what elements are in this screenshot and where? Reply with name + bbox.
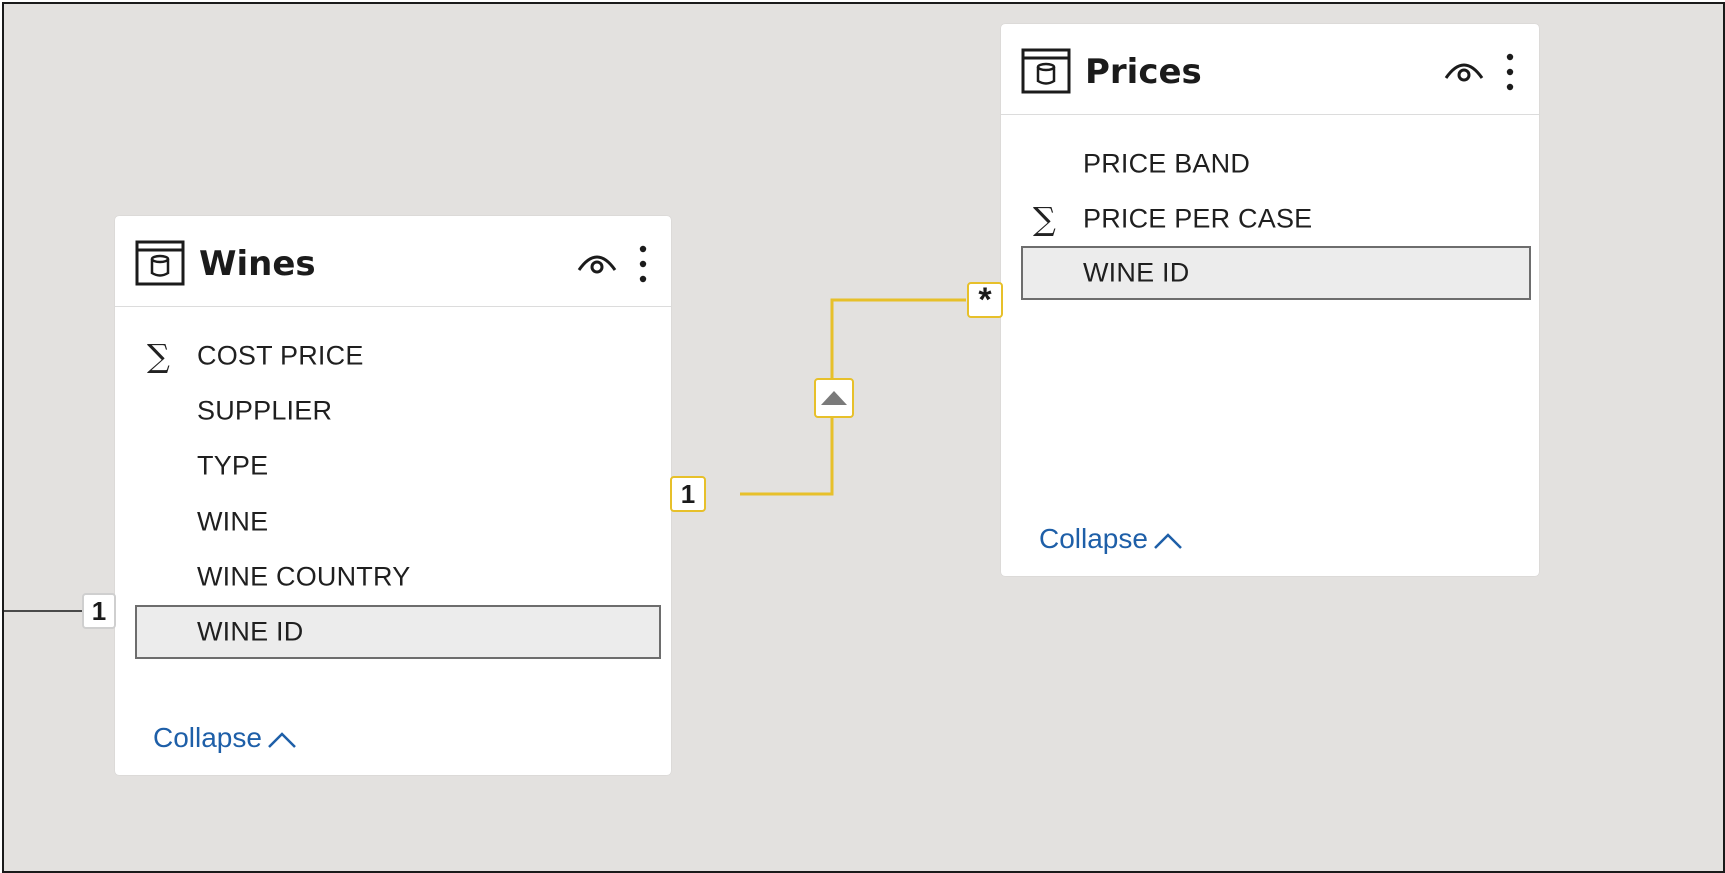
cardinality-label: * <box>978 280 992 319</box>
field-row-cost-price[interactable]: ∑ COST PRICE <box>137 327 661 385</box>
more-icon[interactable] <box>1504 52 1516 96</box>
field-name: WINE <box>197 506 269 537</box>
field-row-wine[interactable]: WINE <box>137 493 661 551</box>
card-header[interactable]: Prices <box>1001 24 1539 115</box>
cardinality-badge-many-prices[interactable]: * <box>967 280 1003 319</box>
table-card-wines[interactable]: Wines ∑ COST PRICE <box>115 216 671 775</box>
field-row-price-band[interactable]: PRICE BAND <box>1023 135 1529 193</box>
collapse-button[interactable]: Collapse <box>1039 523 1184 555</box>
eye-icon[interactable] <box>577 250 617 280</box>
field-name: PRICE PER CASE <box>1083 203 1313 234</box>
field-row-supplier[interactable]: SUPPLIER <box>137 382 661 440</box>
field-name: WINE ID <box>1083 257 1190 288</box>
eye-icon[interactable] <box>1444 58 1484 88</box>
field-name: COST PRICE <box>197 340 364 371</box>
field-row-type[interactable]: TYPE <box>137 437 661 495</box>
card-header[interactable]: Wines <box>115 216 671 307</box>
table-title: Prices <box>1085 52 1202 92</box>
chevron-up-icon <box>268 731 296 748</box>
triangle-up-icon <box>821 391 847 405</box>
cardinality-label: 1 <box>680 478 696 509</box>
field-row-wine-id[interactable]: WINE ID <box>1021 246 1531 300</box>
field-row-wine-id[interactable]: WINE ID <box>135 605 661 659</box>
table-icon <box>1021 48 1071 98</box>
field-name: TYPE <box>197 450 269 481</box>
field-name: WINE COUNTRY <box>197 561 411 592</box>
cardinality-badge-one-offscreen[interactable]: 1 <box>82 593 116 629</box>
field-name: WINE ID <box>197 616 304 647</box>
field-name: SUPPLIER <box>197 395 333 426</box>
sigma-icon: ∑ <box>1033 200 1056 238</box>
cross-filter-direction-button[interactable] <box>814 378 854 418</box>
field-row-wine-country[interactable]: WINE COUNTRY <box>137 548 661 606</box>
cardinality-badge-one-wines[interactable]: 1 <box>670 476 706 512</box>
table-icon <box>135 240 185 290</box>
table-title: Wines <box>199 244 316 284</box>
collapse-button[interactable]: Collapse <box>153 722 298 754</box>
field-row-price-per-case[interactable]: ∑ PRICE PER CASE <box>1023 190 1529 248</box>
sigma-icon: ∑ <box>147 337 170 375</box>
chevron-up-icon <box>1154 532 1182 549</box>
collapse-label: Collapse <box>153 722 262 753</box>
table-card-prices[interactable]: Prices PRICE BAND <box>1001 24 1539 576</box>
more-icon[interactable] <box>637 244 649 288</box>
field-name: PRICE BAND <box>1083 148 1251 179</box>
collapse-label: Collapse <box>1039 523 1148 554</box>
cardinality-label: 1 <box>91 595 107 626</box>
